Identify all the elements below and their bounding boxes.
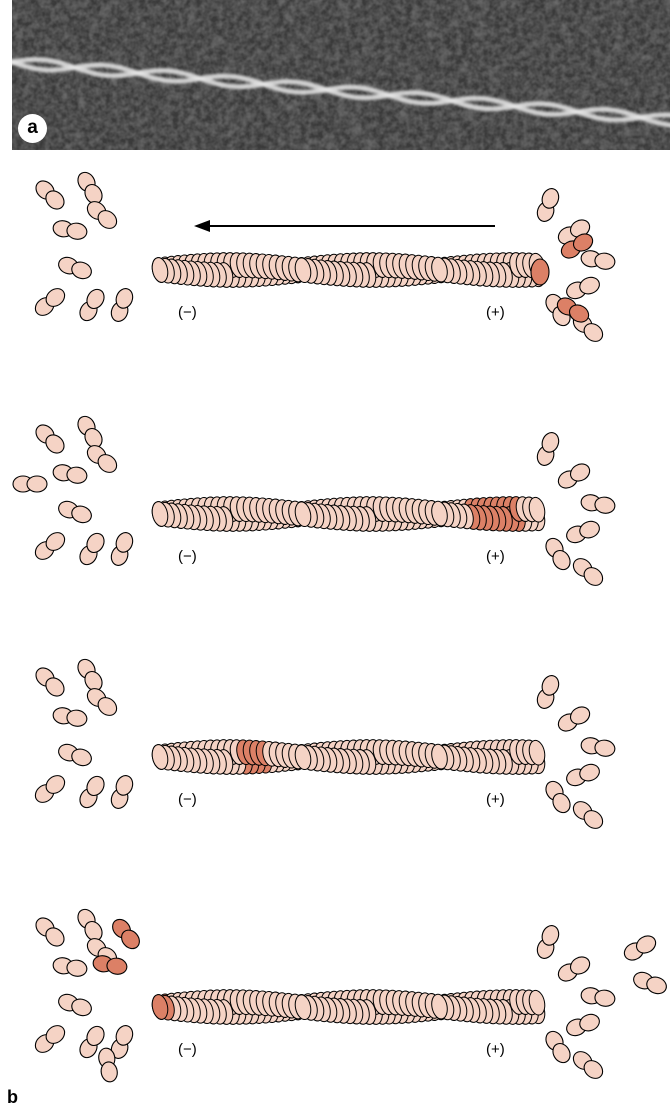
actin-monomer [535,923,562,960]
actin-monomer [564,275,601,302]
direction-arrow [194,220,495,232]
actin-monomer [109,773,136,810]
actin-monomer [564,762,601,789]
actin-monomer [555,954,592,985]
actin-monomer [631,970,668,997]
actin-monomer [564,1012,601,1039]
actin-monomer [580,249,616,271]
actin-monomer [77,530,108,567]
minus-end-label: (−) [178,1041,197,1058]
plus-end-label: (+) [486,304,505,321]
actin-monomer [580,986,616,1008]
actin-monomer [56,742,93,769]
actin-monomer [75,906,106,943]
stage-3: (−) (+) [32,656,616,832]
stage-4: (−) (+) [32,906,669,1083]
actin-monomer [570,1048,606,1082]
stage-1: (−) (+) [32,169,616,345]
actin-monomer [32,1022,68,1056]
actin-monomer [75,413,106,450]
actin-monomer [32,772,68,806]
stage-2: (−) (+) [13,413,616,589]
panel-b-label: b [7,1087,18,1108]
actin-monomer [535,673,562,710]
joining-monomer [531,259,549,285]
actin-monomer [32,529,68,563]
minus-end-label: (−) [178,304,197,321]
micrograph-actin-filament [12,0,670,150]
actin-monomer [535,186,562,223]
actin-monomer [52,956,88,978]
minus-end-label: (−) [178,548,197,565]
actin-monomer [570,555,606,589]
arrowhead-icon [194,220,210,232]
actin-monomer [555,461,592,492]
actin-monomer [32,664,67,699]
actin-monomer [77,773,108,810]
treadmilling-diagram: (−) (+) (−) (+) (−) (+) (−) (+) [0,150,670,1111]
actin-monomer [84,198,120,232]
plus-end-label: (+) [486,548,505,565]
minus-end-label: (−) [178,791,197,808]
actin-monomer [109,916,143,952]
actin-monomer [32,177,67,212]
actin-monomer [84,442,120,476]
plus-end-label: (+) [486,791,505,808]
actin-monomer [32,421,67,456]
actin-filament [150,988,547,1026]
actin-monomer [109,286,136,323]
actin-monomer [75,169,106,206]
actin-filament [150,738,547,776]
actin-monomer [13,476,47,492]
actin-monomer [56,992,93,1019]
plus-end-label: (+) [486,1041,505,1058]
actin-monomer [52,706,88,728]
actin-monomer [621,933,658,964]
actin-monomer [570,798,606,832]
actin-monomer [56,255,93,282]
actin-filament [150,251,547,289]
actin-monomer [32,914,67,949]
actin-monomer [32,285,68,319]
actin-filament [150,495,547,533]
actin-monomer [555,704,592,735]
panel-a-label: a [18,114,47,143]
actin-monomer [580,736,616,758]
actin-monomer [564,519,601,546]
actin-monomer [580,493,616,515]
actin-monomer [109,530,136,567]
actin-monomer [77,286,108,323]
actin-monomer [52,219,88,241]
actin-monomer [84,685,120,719]
actin-monomer [75,656,106,693]
actin-monomer [56,499,93,526]
micrograph-image [12,0,670,150]
actin-monomer [52,463,88,485]
actin-monomer [535,430,562,467]
